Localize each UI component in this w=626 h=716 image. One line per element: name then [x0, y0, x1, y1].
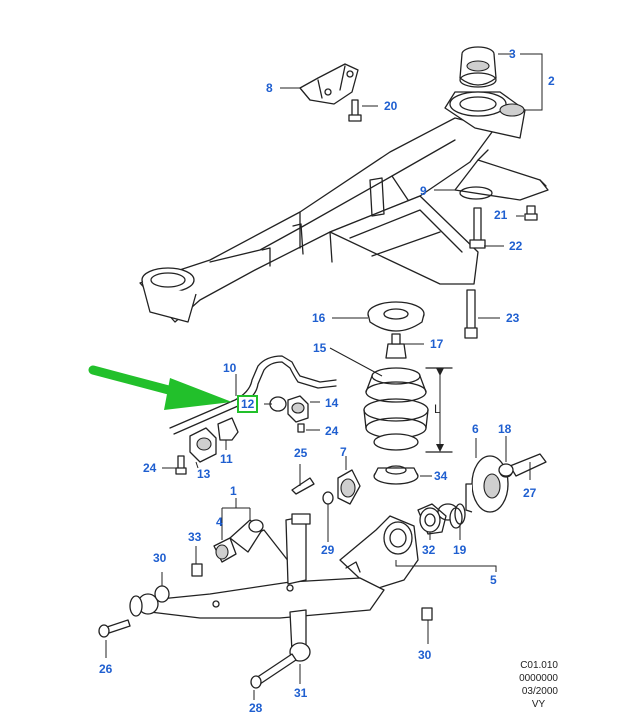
callout-9[interactable]: 9: [420, 184, 427, 198]
subframe: [139, 91, 526, 323]
callout-1[interactable]: 1: [230, 484, 237, 498]
lower-arm: [129, 513, 385, 662]
callout-31[interactable]: 31: [294, 686, 308, 700]
highlight-arrow: [88, 365, 232, 410]
callout-3[interactable]: 3: [509, 47, 516, 61]
callout-27[interactable]: 27: [523, 486, 537, 500]
callout-5[interactable]: 5: [490, 573, 497, 587]
callout-12-highlighted[interactable]: 12: [237, 395, 259, 413]
spring-seat-lower: [373, 465, 419, 485]
callout-16[interactable]: 16: [312, 311, 326, 325]
clamp-14: [269, 395, 309, 433]
bump-stop: [385, 333, 407, 359]
callout-11[interactable]: 11: [220, 452, 233, 466]
callout-4[interactable]: 4: [216, 515, 223, 529]
callout-33[interactable]: 33: [188, 530, 202, 544]
mount-bush: [459, 46, 497, 88]
bolts-upper: [348, 99, 538, 339]
drawing-code-line-3: 03/2000: [521, 686, 558, 697]
callout-18[interactable]: 18: [498, 422, 512, 436]
callout-24-right[interactable]: 24: [325, 424, 339, 438]
dimension-label: L: [434, 402, 441, 416]
bracket-9: [454, 149, 549, 201]
callout-32[interactable]: 32: [422, 543, 436, 557]
callout-13[interactable]: 13: [197, 467, 211, 481]
callout-28[interactable]: 28: [249, 701, 263, 715]
callout-19[interactable]: 19: [453, 543, 467, 557]
leader-lines: [105, 53, 543, 700]
bushes-lower: [154, 537, 237, 603]
callout-34[interactable]: 34: [434, 469, 448, 483]
coil-spring: [363, 367, 453, 453]
spring-seat-upper: [367, 301, 425, 332]
bracket-8: [299, 63, 359, 105]
callout-6[interactable]: 6: [472, 422, 479, 436]
callout-24-left[interactable]: 24: [143, 461, 157, 475]
nut-bolt-hub: [498, 463, 514, 477]
callout-30-right[interactable]: 30: [418, 648, 432, 662]
callout-22[interactable]: 22: [509, 239, 523, 253]
bracket-13: [175, 417, 239, 475]
callout-2[interactable]: 2: [548, 74, 555, 88]
callout-8[interactable]: 8: [266, 81, 273, 95]
callout-15[interactable]: 15: [313, 341, 327, 355]
hub-carrier: [339, 503, 463, 591]
bolts-lower: [98, 607, 433, 689]
callout-26[interactable]: 26: [99, 662, 113, 676]
callout-21[interactable]: 21: [494, 208, 508, 222]
callout-14[interactable]: 14: [325, 396, 339, 410]
callout-17[interactable]: 17: [430, 337, 444, 351]
drawing-code-line-1: C01.010: [520, 660, 558, 671]
callout-10[interactable]: 10: [223, 361, 237, 375]
small-parts: [291, 469, 361, 505]
callout-30-left[interactable]: 30: [153, 551, 167, 565]
callout-25[interactable]: 25: [294, 446, 308, 460]
wheel-hub: [465, 453, 547, 513]
callout-23[interactable]: 23: [506, 311, 520, 325]
drawing-code: C01.010 0000000 03/2000 VY: [519, 659, 558, 711]
callout-20[interactable]: 20: [384, 99, 398, 113]
callout-7[interactable]: 7: [340, 445, 347, 459]
callout-29[interactable]: 29: [321, 543, 335, 557]
drawing-code-line-2: 0000000: [519, 673, 558, 684]
drawing-code-line-4: VY: [531, 699, 546, 710]
